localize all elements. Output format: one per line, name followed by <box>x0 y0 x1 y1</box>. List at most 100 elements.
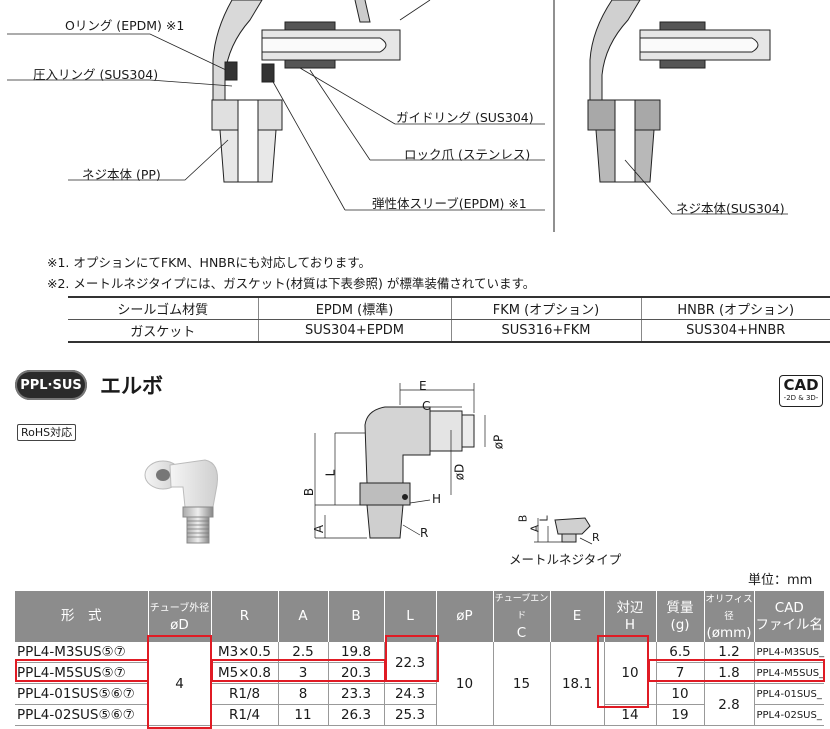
callout-oring: Oリング (EPDM) ※1 <box>65 18 185 33</box>
metric-label-l: L <box>537 515 551 522</box>
table-row: ガスケット SUS304+EPDM SUS316+FKM SUS304+HNBR <box>68 319 830 343</box>
header-p: øP <box>436 591 494 642</box>
header-orifice: オリフィス径(ømm) <box>704 591 755 642</box>
header-mass: 質量(g) <box>656 591 705 642</box>
cross-section-drawing <box>7 0 788 232</box>
callout-press-ring: 圧入リング (SUS304) <box>33 67 159 82</box>
header-text: 対辺 <box>616 599 644 616</box>
cell-hex: 14 <box>604 704 657 726</box>
callout-body-sus: ネジ本体(SUS304) <box>676 201 785 216</box>
header-text: オリフィス径 <box>705 594 753 622</box>
gasket-header-cell: HNBR (オプション) <box>641 296 830 320</box>
header-text: CAD <box>774 599 804 616</box>
gasket-header-cell: FKM (オプション) <box>451 296 642 320</box>
product-photo <box>144 459 218 544</box>
header-text: A <box>298 608 308 624</box>
metric-label-a: A <box>528 524 542 533</box>
header-text: E <box>572 608 582 624</box>
callout-guide-ring: ガイドリング (SUS304) <box>396 110 534 125</box>
cell-cad[interactable]: PPL4-M5SUS_ <box>754 662 825 684</box>
series-badge: PPL·SUS <box>15 370 87 400</box>
header-text: 形 式 <box>61 608 102 624</box>
header-text: L <box>406 608 414 624</box>
unit-label: 単位：mm <box>748 573 813 588</box>
cell-b: 19.8 <box>328 642 385 663</box>
header-b: B <box>328 591 385 642</box>
header-sub: øD <box>170 616 189 633</box>
cad-badge-label: CAD <box>783 376 819 394</box>
header-tube-end: チューブエンド C <box>493 591 551 642</box>
gasket-table: シールゴム材質 EPDM (標準) FKM (オプション) HNBR (オプショ… <box>68 296 830 343</box>
cell-b: 26.3 <box>328 704 385 726</box>
gasket-cell: ガスケット <box>68 319 259 343</box>
gasket-header-cell: EPDM (標準) <box>258 296 452 320</box>
metric-label-b: B <box>516 514 530 523</box>
header-model: 形 式 <box>15 591 149 642</box>
callout-lock-claw: ロック爪 (ステンレス) <box>404 147 531 162</box>
cell-cad[interactable]: PPL4-02SUS_ <box>754 704 825 726</box>
cell-l: 22.3 <box>384 642 437 684</box>
cell-orifice: 1.2 <box>704 642 755 663</box>
dimension-drawing <box>314 383 486 539</box>
cell-a: 8 <box>278 683 329 705</box>
header-a: A <box>278 591 329 642</box>
header-text: チューブ外径 <box>149 602 210 614</box>
cell-r: R1/8 <box>211 683 279 705</box>
cell-cad[interactable]: PPL4-M3SUS_ <box>754 642 825 663</box>
cell-cad[interactable]: PPL4-01SUS_ <box>754 683 825 705</box>
cell-r: M5×0.8 <box>211 662 279 684</box>
header-tube-od: チューブ外径 øD <box>148 591 212 642</box>
rohs-badge: RoHS対応 <box>17 424 77 441</box>
cell-hex: 10 <box>604 642 657 705</box>
header-sub: C <box>516 625 527 641</box>
cell-a: 2.5 <box>278 642 329 663</box>
cad-badge[interactable]: CAD -2D & 3D- <box>779 375 823 407</box>
dim-label-r: R <box>420 526 429 540</box>
dim-label-a: A <box>312 524 327 534</box>
callout-sleeve: 弾性体スリーブ(EPDM) ※1 <box>372 196 527 211</box>
cell-b: 23.3 <box>328 683 385 705</box>
table-row: シールゴム材質 EPDM (標準) FKM (オプション) HNBR (オプショ… <box>68 296 830 320</box>
cell-mass: 19 <box>656 704 705 726</box>
cell-mass: 7 <box>656 662 705 684</box>
header-text: B <box>351 608 361 624</box>
cell-orifice: 2.8 <box>704 683 755 726</box>
header-text: øP <box>456 608 473 624</box>
header-l: L <box>384 591 437 642</box>
header-text: R <box>239 608 250 624</box>
cell-tube-end: 15 <box>493 642 551 726</box>
cell-l: 24.3 <box>384 683 437 705</box>
header-sub: (g) <box>670 616 690 633</box>
series-title: エルボ <box>100 374 163 398</box>
dim-label-p: øP <box>491 434 506 450</box>
header-text: チューブエンド <box>494 594 549 621</box>
cell-b: 20.3 <box>328 662 385 684</box>
cell-model: PPL4-01SUS⑤⑥⑦ <box>15 683 149 705</box>
table-row: PPL4-01SUS⑤⑥⑦ R1/8 8 23.3 24.3 10 2.8 PP… <box>15 683 825 726</box>
table-row: PPL4-M5SUS⑤⑦ M5×0.8 3 20.3 7 1.8 PPL4-M5… <box>15 662 825 684</box>
cell-mass: 6.5 <box>656 642 705 663</box>
header-r: R <box>211 591 279 642</box>
callout-body-pp: ネジ本体 (PP) <box>82 167 161 182</box>
cell-model: PPL4-M3SUS⑤⑦ <box>15 642 149 663</box>
dim-label-c: C <box>422 399 431 413</box>
cell-model: PPL4-02SUS⑤⑥⑦ <box>15 704 149 726</box>
right-fitting-section <box>587 0 771 183</box>
dim-label-l: L <box>323 469 338 477</box>
cell-mass: 10 <box>656 683 705 705</box>
cell-a: 11 <box>278 704 329 726</box>
dim-label-b: B <box>302 487 317 497</box>
dim-label-d: øD <box>452 463 467 481</box>
left-fitting-section <box>211 0 401 183</box>
metric-label-r: R <box>592 531 600 544</box>
gasket-header-cell: シールゴム材質 <box>68 296 259 320</box>
cell-a: 3 <box>278 662 329 684</box>
cell-tube-od: 4 <box>148 642 212 726</box>
table-row: PPL4-02SUS⑤⑥⑦ R1/4 11 26.3 25.3 14 19 PP… <box>15 704 825 726</box>
cad-badge-sub: -2D & 3D- <box>783 394 819 402</box>
metric-caption: メートルネジタイプ <box>509 552 622 567</box>
dim-label-h: H <box>432 492 442 506</box>
